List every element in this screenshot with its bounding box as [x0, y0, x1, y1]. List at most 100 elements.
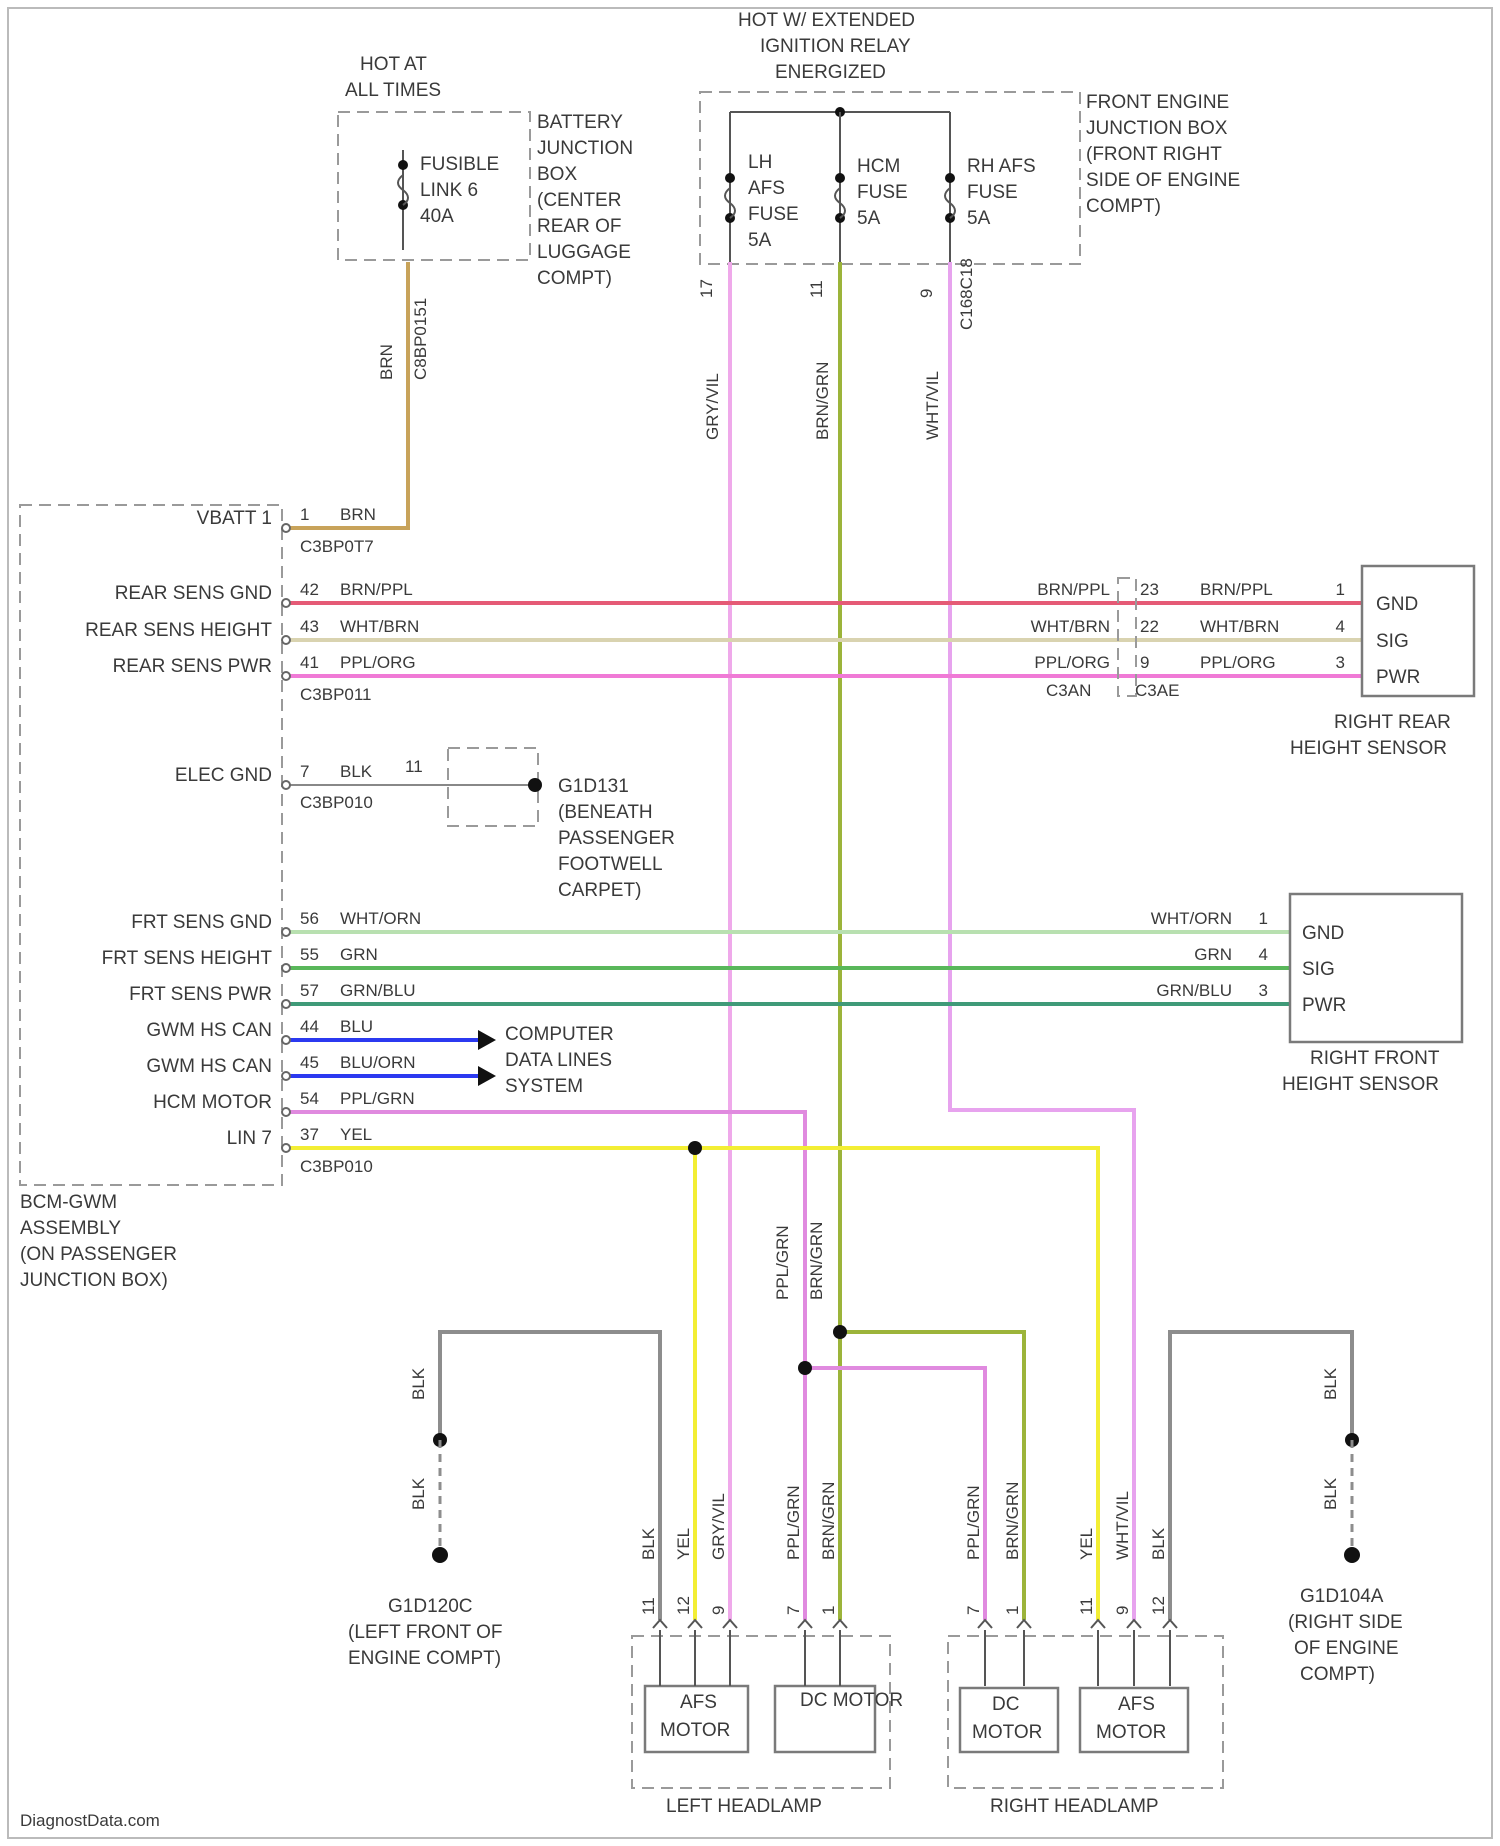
left-afs-motor-1: AFS	[680, 1692, 717, 1713]
watermark: DiagnostData.com	[20, 1811, 160, 1830]
connector-terminal	[1091, 1620, 1105, 1628]
pin-hcm: 11	[807, 280, 826, 298]
bcm-pin-number: 37	[300, 1125, 319, 1144]
right-rear-height-sensor: GND1BRN/PPLBRN/PPL23SIG4WHT/BRNWHT/BRN22…	[1031, 566, 1474, 759]
wire-left-gnd	[440, 1332, 660, 1620]
lh-afs-label-1: LH	[748, 152, 772, 173]
bcm-pin-wire: BRN	[340, 505, 376, 524]
right-dc-motor-1: DC	[992, 1694, 1019, 1715]
ground-left-2: (LEFT FRONT OF	[348, 1622, 502, 1643]
ground-right-wire-1: BLK	[1321, 1367, 1340, 1400]
rh-afs-label-1: RH AFS	[967, 156, 1036, 177]
bcm-pin-terminal	[282, 1000, 290, 1008]
rh-afs-label-3: 5A	[967, 208, 991, 229]
ground-right-2: (RIGHT SIDE	[1288, 1612, 1403, 1633]
right-lamp-pin: 9	[1113, 1606, 1132, 1615]
hcm-fuse	[835, 112, 845, 262]
front-sensor-pin-name: PWR	[1302, 995, 1346, 1016]
hcm-label-1: HCM	[857, 156, 900, 177]
right-afs-motor-2: MOTOR	[1096, 1722, 1166, 1743]
bcm-pin-wire: WHT/BRN	[340, 617, 419, 636]
front-junction-section: HOT W/ EXTENDED IGNITION RELAY ENERGIZED…	[697, 10, 1240, 440]
bcm-pin-label: REAR SENS GND	[115, 583, 272, 604]
bcm-name-4: JUNCTION BOX)	[20, 1270, 168, 1291]
hcm-label-2: FUSE	[857, 182, 908, 203]
ground-g1d131: G1D131 (BENEATH PASSENGER FOOTWELL CARPE…	[448, 748, 675, 901]
left-lamp-pin: 1	[819, 1606, 838, 1615]
right-lamp-wire-label: PPL/GRN	[964, 1485, 983, 1560]
connector-terminal	[1017, 1620, 1031, 1628]
bcm-conn-3: C3BP010	[300, 793, 373, 812]
ground-left: BLK BLK G1D120C (LEFT FRONT OF ENGINE CO…	[348, 1367, 502, 1669]
connector-terminal	[723, 1620, 737, 1628]
ground-right-wire-2: BLK	[1321, 1477, 1340, 1510]
rear-sensor-name-2: HEIGHT SENSOR	[1290, 738, 1447, 759]
ground-left-1: G1D120C	[388, 1596, 473, 1617]
front-sensor-pin-num: 1	[1259, 909, 1268, 928]
can-arrow-1	[478, 1030, 496, 1050]
bcm-pin-terminal	[282, 1108, 290, 1116]
rear-sensor-right-wire: WHT/BRN	[1200, 617, 1279, 636]
rear-sensor-pin-num: 3	[1336, 653, 1345, 672]
hot-relay-label-3: ENERGIZED	[775, 62, 886, 83]
bcm-pin-label: REAR SENS PWR	[113, 656, 272, 677]
front-sensor-name-2: HEIGHT SENSOR	[1282, 1074, 1439, 1095]
bcm-pin-wire: GRN/BLU	[340, 981, 416, 1000]
bcm-pin-number: 43	[300, 617, 319, 636]
computer-data-3: SYSTEM	[505, 1076, 583, 1097]
bcm-pin-number: 41	[300, 653, 319, 672]
battery-jb-label-2: JUNCTION	[537, 138, 633, 159]
bcm-pin-number: 54	[300, 1089, 319, 1108]
front-sensor-wire: GRN/BLU	[1156, 981, 1232, 1000]
ground-left-wire-1: BLK	[409, 1367, 428, 1400]
rear-inline-connector	[1118, 578, 1136, 696]
bcm-pin-terminal	[282, 672, 290, 680]
front-sensor-pin-num: 4	[1259, 945, 1268, 964]
ground-g1d131-dot	[528, 778, 542, 792]
ground-g1d131-3: PASSENGER	[558, 828, 675, 849]
left-lamp-wire-label: BLK	[639, 1527, 658, 1560]
fusible-link-label-3: 40A	[420, 206, 454, 227]
bcm-conn-1: C3BP0T7	[300, 537, 374, 556]
left-lamp-wire-label: YEL	[674, 1528, 693, 1560]
right-lamp-pin: 1	[1003, 1606, 1022, 1615]
ground-left-wire-2: BLK	[409, 1477, 428, 1510]
bcm-pin-label: FRT SENS PWR	[129, 984, 272, 1005]
rear-sensor-pin-num: 4	[1336, 617, 1345, 636]
hot-relay-label-2: IGNITION RELAY	[760, 36, 911, 57]
rh-afs-fuse	[945, 112, 955, 262]
hot-at-all-times-1: HOT AT	[360, 54, 427, 75]
bcm-pin-number: 45	[300, 1053, 319, 1072]
lh-wire-label: GRY/VIL	[703, 373, 722, 440]
bcm-pin-wire: YEL	[340, 1125, 372, 1144]
splice-hcm	[833, 1325, 847, 1339]
left-afs-motor-2: MOTOR	[660, 1720, 730, 1741]
wire-rh-afs	[950, 262, 1134, 1620]
bcm-pin-label: FRT SENS GND	[131, 912, 272, 933]
rear-sensor-pin-name: SIG	[1376, 631, 1409, 652]
bcm-pin-terminal	[282, 1144, 290, 1152]
right-lamp-wire-label: BRN/GRN	[1003, 1482, 1022, 1560]
battery-jb-label-5: REAR OF	[537, 216, 621, 237]
splice-motor	[798, 1361, 812, 1375]
rear-sensor-pin-name: GND	[1376, 594, 1418, 615]
headlamp-connectors	[653, 1620, 1177, 1686]
bcm-conn-4: C3BP010	[300, 1157, 373, 1176]
bcm-pin-terminal	[282, 781, 290, 789]
wire-brn-vbatt	[290, 262, 408, 528]
left-dc-motor-label: DC MOTOR	[800, 1690, 903, 1711]
bcm-pin-label: REAR SENS HEIGHT	[85, 620, 272, 641]
hot-at-all-times-2: ALL TIMES	[345, 80, 441, 101]
bcm-pin-wire: WHT/ORN	[340, 909, 421, 928]
right-afs-motor-1: AFS	[1118, 1694, 1155, 1715]
front-sensor-name-1: RIGHT FRONT	[1310, 1048, 1440, 1069]
front-sensor-wire: GRN	[1194, 945, 1232, 964]
ground-g1d131-1: G1D131	[558, 776, 629, 797]
bcm-pin-terminal	[282, 599, 290, 607]
front-jb-label-4: SIDE OF ENGINE	[1086, 170, 1240, 191]
left-lamp-pin: 9	[709, 1606, 728, 1615]
battery-junction-section: HOT AT ALL TIMES FUSIBLE LINK 6 40A BATT…	[338, 54, 633, 380]
rear-sensor-left-wire: BRN/PPL	[1037, 580, 1110, 599]
